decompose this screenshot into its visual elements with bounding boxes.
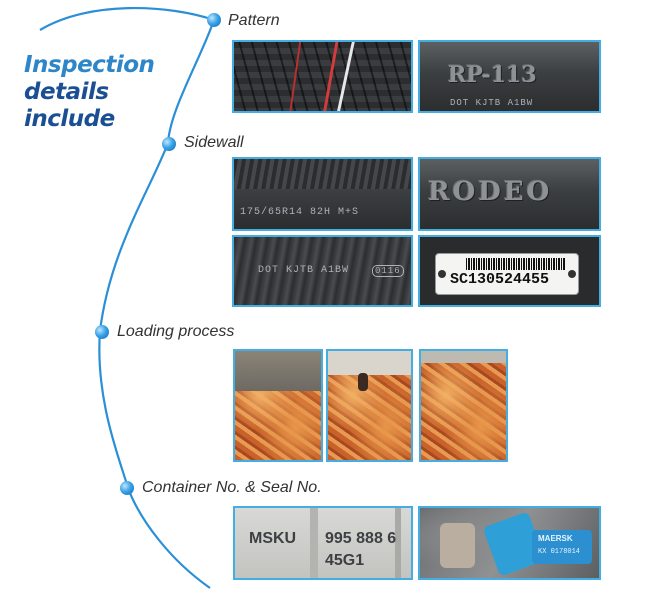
- loading-bullet-icon: [95, 325, 109, 339]
- section-label-sidewall: Sidewall: [184, 134, 244, 151]
- seal-number-text: KX 0178014: [538, 548, 581, 556]
- title-line-1: Inspection: [24, 52, 155, 78]
- pattern-bullet-icon: [207, 13, 221, 27]
- sidewall-photo-size: 175/65R14 82H M+S: [232, 157, 413, 231]
- sidewall-photo-tag: SC130524455: [418, 235, 601, 307]
- container-number-photo: MSKU 995 888 6 45G1: [233, 506, 413, 580]
- sidewall-dot-code: 0116: [372, 265, 404, 277]
- loading-photo-2: [326, 349, 413, 462]
- seal-photo: MAERSK KX 0178014: [418, 506, 601, 580]
- sidewall-brand-text: RODEO: [428, 177, 553, 207]
- pattern-photo-sidewall: RP-113 DOT KJTB A1BW: [418, 40, 601, 113]
- pattern-photo-tread: [232, 40, 413, 113]
- sidewall-photo-brand: RODEO: [418, 157, 601, 231]
- section-label-loading: Loading process: [117, 323, 235, 340]
- container-number-text: 995 888 6: [325, 530, 397, 547]
- container-type-text: 45G1: [325, 552, 365, 569]
- section-label-container: Container No. & Seal No.: [142, 479, 322, 496]
- section-label-pattern: Pattern: [228, 12, 280, 29]
- container-bullet-icon: [120, 481, 134, 495]
- loading-photo-3: [419, 349, 508, 462]
- barcode-icon: [466, 258, 566, 270]
- tag-hole-right: [568, 270, 576, 278]
- tag-code-text: SC130524455: [450, 271, 550, 288]
- pattern-brand-text: RP-113: [448, 62, 537, 88]
- loading-photo-1: [233, 349, 323, 462]
- sidewall-photo-dot: DOT KJTB A1BW 0116: [232, 235, 413, 307]
- inspection-title: Inspection details include: [24, 52, 155, 133]
- sidewall-bullet-icon: [162, 137, 176, 151]
- seal-brand-text: MAERSK: [538, 534, 573, 543]
- pattern-dot-text: DOT KJTB A1BW: [450, 98, 534, 108]
- title-line-2: details: [24, 79, 109, 105]
- barcode-tag: SC130524455: [436, 254, 578, 294]
- tag-hole-left: [438, 270, 446, 278]
- title-line-3: include: [24, 106, 115, 132]
- sidewall-size-text: 175/65R14 82H M+S: [240, 207, 360, 218]
- container-prefix-text: MSKU: [249, 530, 297, 547]
- sidewall-dot-text: DOT KJTB A1BW: [258, 265, 350, 276]
